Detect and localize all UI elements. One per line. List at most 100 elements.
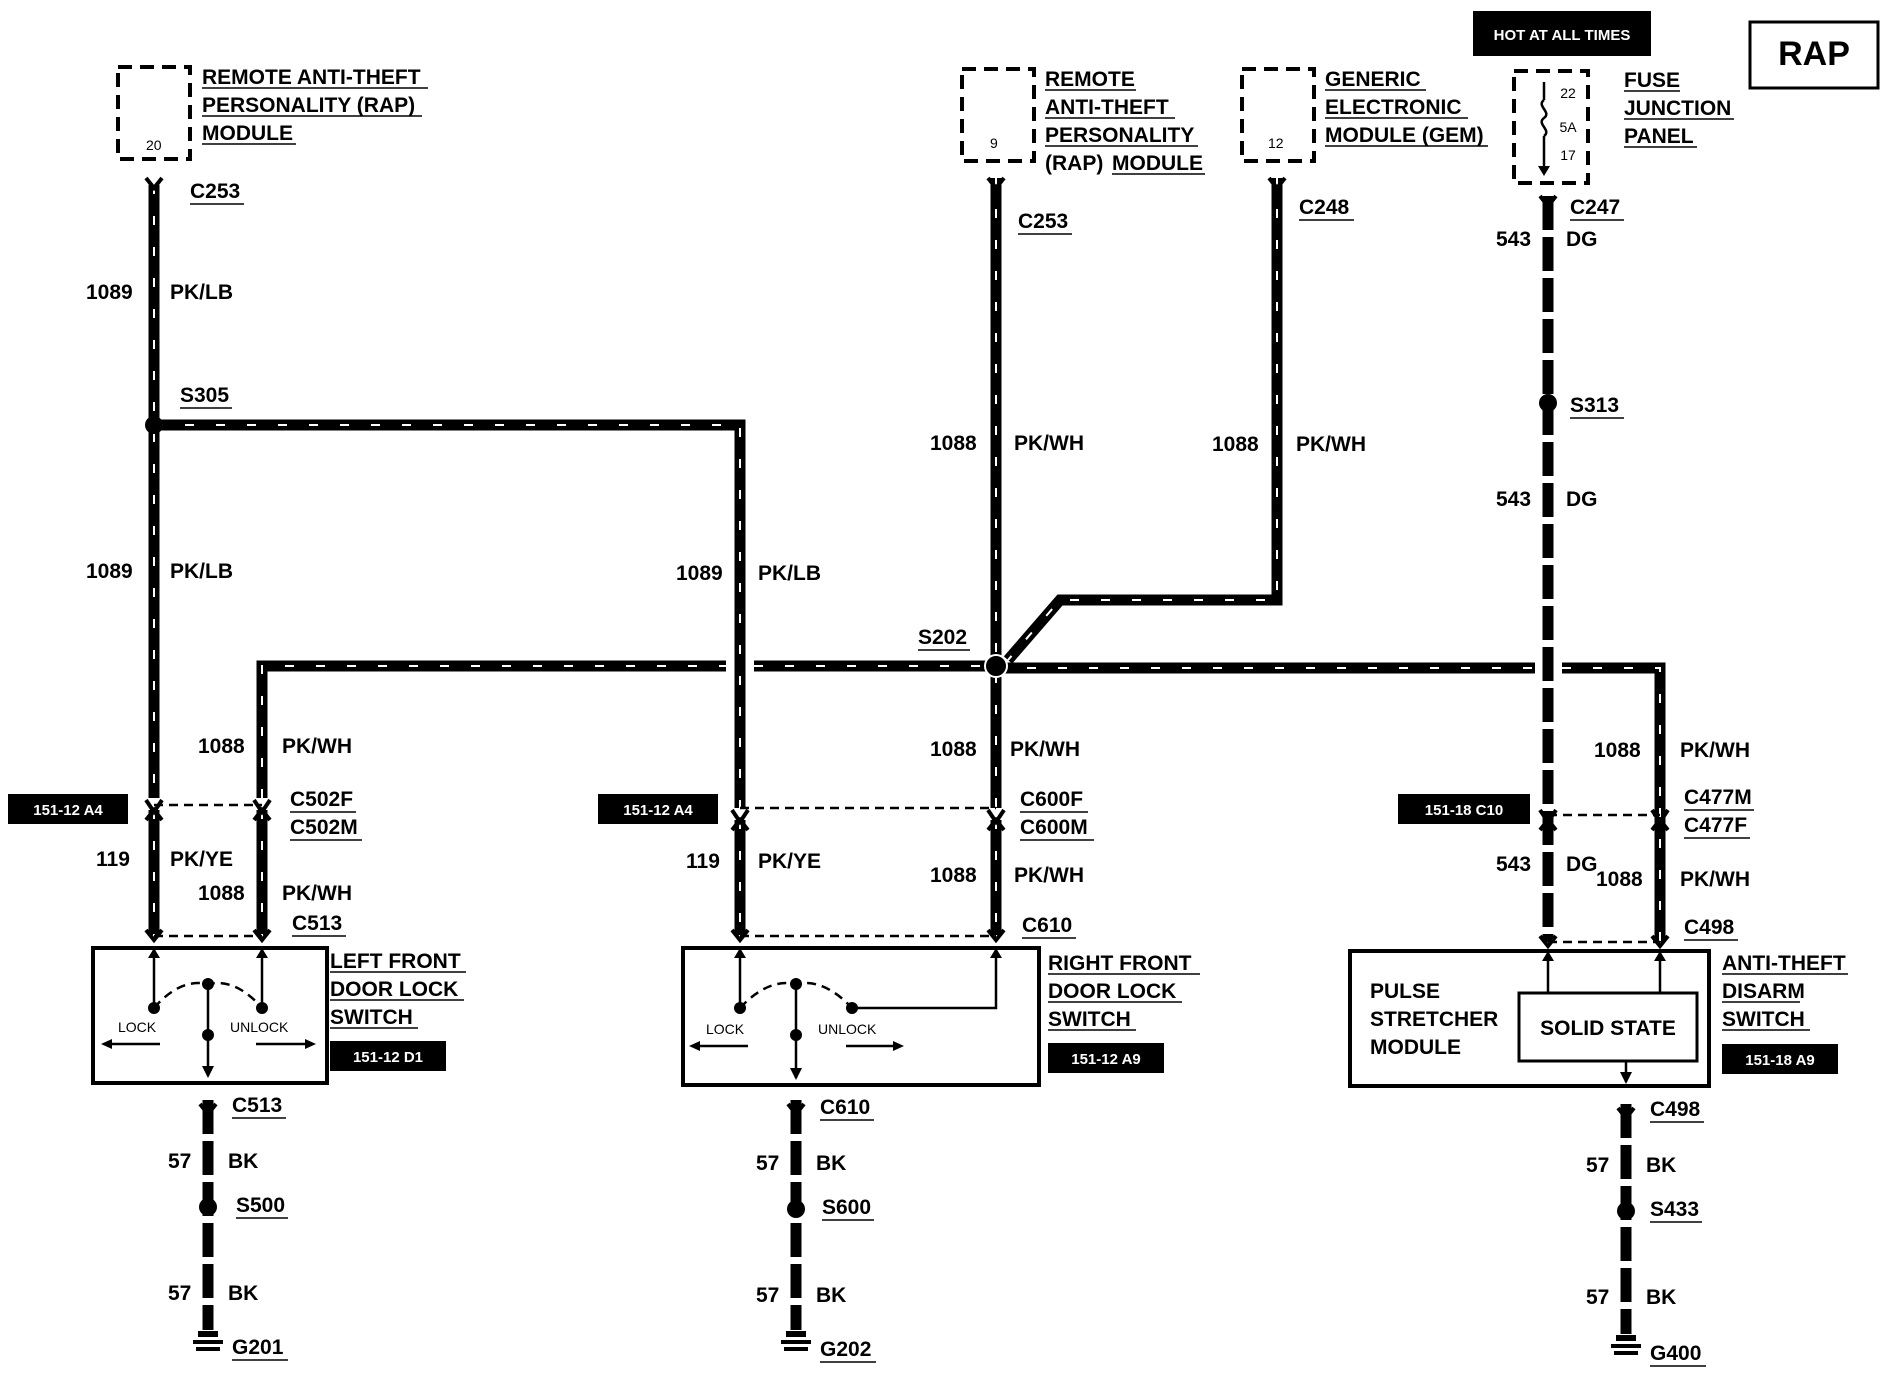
rap-left-pin: 20 [146,137,162,153]
right-switch-contacts [689,948,1002,1080]
ref-tag-left-connector: 151-12 A4 [8,794,128,824]
svg-text:PERSONALITY: PERSONALITY [1045,124,1194,147]
left-switch-contacts [101,948,316,1078]
ground-g400: G400 [1650,1342,1701,1365]
svg-text:DISARM: DISARM [1722,980,1805,1003]
svg-text:151-12 A4: 151-12 A4 [623,802,693,819]
svg-text:(RAP): (RAP) [1045,152,1103,175]
wire-label-57-right-upper-color: BK [1646,1154,1676,1177]
wire-label-1089-left-mid-color: PK/LB [170,560,233,583]
connector-c513-bottom: C513 [232,1094,282,1117]
wire-label-543-low-color: DG [1566,853,1598,876]
wire-label-57-left-lower-circuit: 57 [168,1282,191,1305]
wire-label-1089-left-mid-circuit: 1089 [86,560,133,583]
wire-label-57-center-lower-color: BK [816,1284,846,1307]
gem-pin: 12 [1268,135,1284,151]
solid-state-box [1517,991,1699,1063]
wire-label-57-center-upper-circuit: 57 [756,1152,779,1175]
svg-text:LEFT FRONT: LEFT FRONT [330,950,461,973]
wire-label-119-left-circuit: 119 [96,848,130,871]
splice-s305: S305 [180,384,229,407]
connector-c610-top: C610 [1022,914,1072,937]
splice-s500-dot [199,1198,217,1216]
svg-text:151-18 A9: 151-18 A9 [1745,1052,1815,1069]
svg-text:SWITCH: SWITCH [330,1006,413,1029]
ground-symbol-g202 [781,1331,811,1351]
left-switch-unlock-label: UNLOCK [230,1019,289,1035]
ground-symbol-g400 [1611,1335,1641,1355]
wire-label-543-top-circuit: 543 [1496,228,1531,251]
svg-text:151-12 A4: 151-12 A4 [33,802,103,819]
wire-label-1089-top-color: PK/LB [170,281,233,304]
right-switch-unlock-label: UNLOCK [818,1021,877,1037]
right-front-door-lock-switch-label: RIGHT FRONT DOOR LOCK SWITCH [1048,952,1200,1031]
connector-c502f: C502F [290,788,353,811]
anti-theft-disarm-switch-box [1348,949,1711,1088]
splice-s202-dot [984,654,1008,678]
anti-theft-disarm-switch-label: ANTI-THEFT DISARM SWITCH [1722,952,1848,1031]
svg-text:ELECTRONIC: ELECTRONIC [1325,96,1462,119]
ground-g201: G201 [232,1336,284,1359]
fuse-symbol [1538,82,1550,176]
connector-c513-top: C513 [292,912,342,935]
disarm-internal-lines [1542,951,1666,1084]
splice-s500: S500 [236,1194,285,1217]
svg-text:ANTI-THEFT: ANTI-THEFT [1722,952,1846,975]
svg-text:ANTI-THEFT: ANTI-THEFT [1045,96,1169,119]
hot-at-all-times-text: HOT AT ALL TIMES [1494,27,1631,44]
connector-c253-center: C253 [1018,210,1068,233]
connector-c600m: C600M [1020,816,1088,839]
right-front-door-lock-switch-box [681,946,1041,1087]
splice-s305-dot [145,416,163,434]
connector-c600f: C600F [1020,788,1083,811]
wire-label-1088-right-lower-color: PK/WH [1680,868,1750,891]
svg-text:FUSE: FUSE [1624,69,1680,92]
svg-text:STRETCHER: STRETCHER [1370,1008,1498,1031]
ref-tag-center-connector: 151-12 A4 [598,794,718,824]
wire-label-57-left-upper-circuit: 57 [168,1150,191,1173]
wire-label-543-top-color: DG [1566,228,1598,251]
wire-label-119-left-color: PK/YE [170,848,233,871]
svg-text:REMOTE: REMOTE [1045,68,1135,91]
connector-c610-bottom: C610 [820,1096,870,1119]
ref-tag-right-switch: 151-12 A9 [1048,1043,1164,1073]
connector-c248: C248 [1299,196,1350,219]
rap-title: RAP [1778,35,1850,73]
wire-label-1088-gem-circuit: 1088 [1212,433,1259,456]
svg-text:PULSE: PULSE [1370,980,1440,1003]
left-switch-lock-label: LOCK [118,1019,157,1035]
wire-label-1089-center-color: PK/LB [758,562,821,585]
connector-c477f: C477F [1684,814,1747,837]
wire-label-1088-left-upper-color: PK/WH [282,735,352,758]
solid-state-text: SOLID STATE [1540,1017,1676,1040]
connector-c502m: C502M [290,816,358,839]
gem-module-box [1240,67,1316,163]
wire-label-57-center-upper-color: BK [816,1152,846,1175]
splice-s313-dot [1539,394,1557,412]
wire-label-1088-right-lower-circuit: 1088 [1596,868,1643,891]
connector-c498-top: C498 [1684,916,1735,939]
connector-c247: C247 [1570,196,1620,219]
splice-s600: S600 [822,1196,871,1219]
wire-label-57-left-lower-color: BK [228,1282,258,1305]
svg-text:151-12 A9: 151-12 A9 [1071,1051,1141,1068]
rap-center-pin: 9 [990,135,998,151]
fuse-rating: 5A [1559,119,1577,135]
connector-c498-bottom: C498 [1650,1098,1701,1121]
fuse-junction-panel-label: FUSE JUNCTION PANEL [1624,69,1734,148]
svg-text:MODULE: MODULE [1112,152,1203,175]
wire-label-1088-rap9-circuit: 1088 [930,432,977,455]
wire-label-1088-center-upper-circuit: 1088 [930,738,977,761]
svg-text:151-18 C10: 151-18 C10 [1425,802,1503,819]
svg-text:SWITCH: SWITCH [1048,1008,1131,1031]
connector-c253-left: C253 [190,180,240,203]
wire-label-1088-center-upper-color: PK/WH [1010,738,1080,761]
left-front-door-lock-switch-label: LEFT FRONT DOOR LOCK SWITCH [330,950,466,1029]
svg-text:MODULE: MODULE [202,122,293,145]
rap-title-box [1748,20,1880,90]
left-front-door-lock-switch-box [91,946,329,1085]
splice-s433: S433 [1650,1198,1699,1221]
wire-1089-s305-bus [154,419,746,808]
connector-forks [144,176,1670,1122]
